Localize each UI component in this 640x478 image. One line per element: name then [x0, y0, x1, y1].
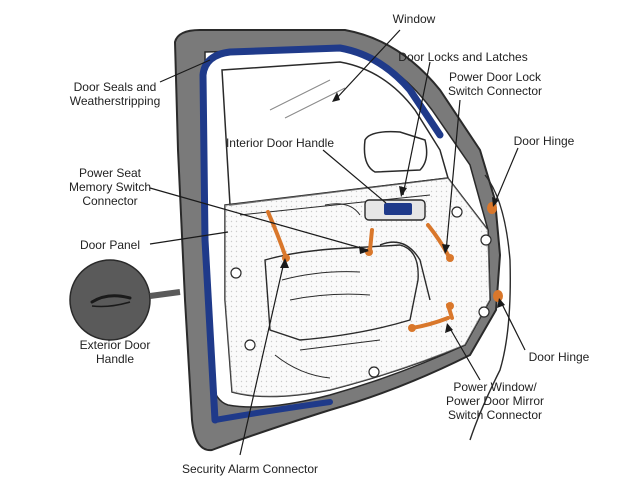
label-door-seals: Door Seals and Weatherstripping	[69, 80, 161, 108]
lock-switch-blue	[384, 203, 412, 215]
label-power-lock-switch: Power Door Lock Switch Connector	[447, 70, 543, 98]
hinge-bottom	[493, 290, 503, 302]
label-door-locks: Door Locks and Latches	[398, 50, 528, 64]
door-panel-area	[224, 177, 491, 398]
label-security-alarm: Security Alarm Connector	[181, 462, 319, 476]
label-door-hinge-bottom: Door Hinge	[528, 350, 590, 364]
leader-lines	[149, 29, 526, 456]
bolts	[230, 206, 492, 378]
label-window: Window	[392, 12, 436, 26]
label-door-hinge-top: Door Hinge	[513, 134, 575, 148]
label-power-seat: Power Seat Memory Switch Connector	[68, 166, 151, 208]
label-power-window: Power Window/ Power Door Mirror Switch C…	[445, 380, 544, 422]
connector-plugs	[282, 248, 454, 332]
label-interior-handle: Interior Door Handle	[225, 136, 335, 150]
exterior-handle-inset	[69, 259, 151, 341]
side-mirror	[363, 130, 428, 173]
label-door-panel: Door Panel	[79, 238, 141, 252]
label-exterior-handle: Exterior Door Handle	[79, 338, 151, 366]
door-seal-lower	[212, 399, 333, 423]
door-seal	[199, 44, 444, 424]
